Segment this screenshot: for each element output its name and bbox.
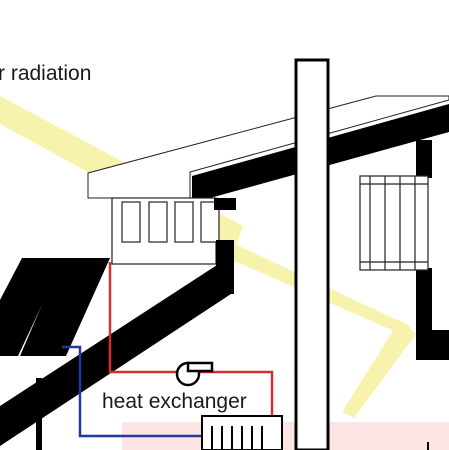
solar-radiation-label: r radiation bbox=[0, 62, 92, 85]
window-icon bbox=[359, 175, 429, 271]
sunbeam-reflection bbox=[342, 320, 416, 418]
lower-roof bbox=[0, 254, 234, 446]
solar-panel-icon bbox=[0, 258, 110, 356]
chimney-duct bbox=[294, 58, 330, 450]
heat-exchanger-label: heat exchanger bbox=[102, 390, 247, 413]
right-wall-upper bbox=[416, 140, 432, 178]
fan-icon bbox=[175, 361, 214, 387]
clerestory-sill bbox=[214, 198, 236, 210]
radiator-icon bbox=[201, 415, 283, 450]
cold-pipe bbox=[62, 345, 206, 438]
right-floor-slab bbox=[416, 330, 449, 360]
clerestory-glazing bbox=[121, 201, 220, 243]
left-wall bbox=[36, 378, 42, 450]
